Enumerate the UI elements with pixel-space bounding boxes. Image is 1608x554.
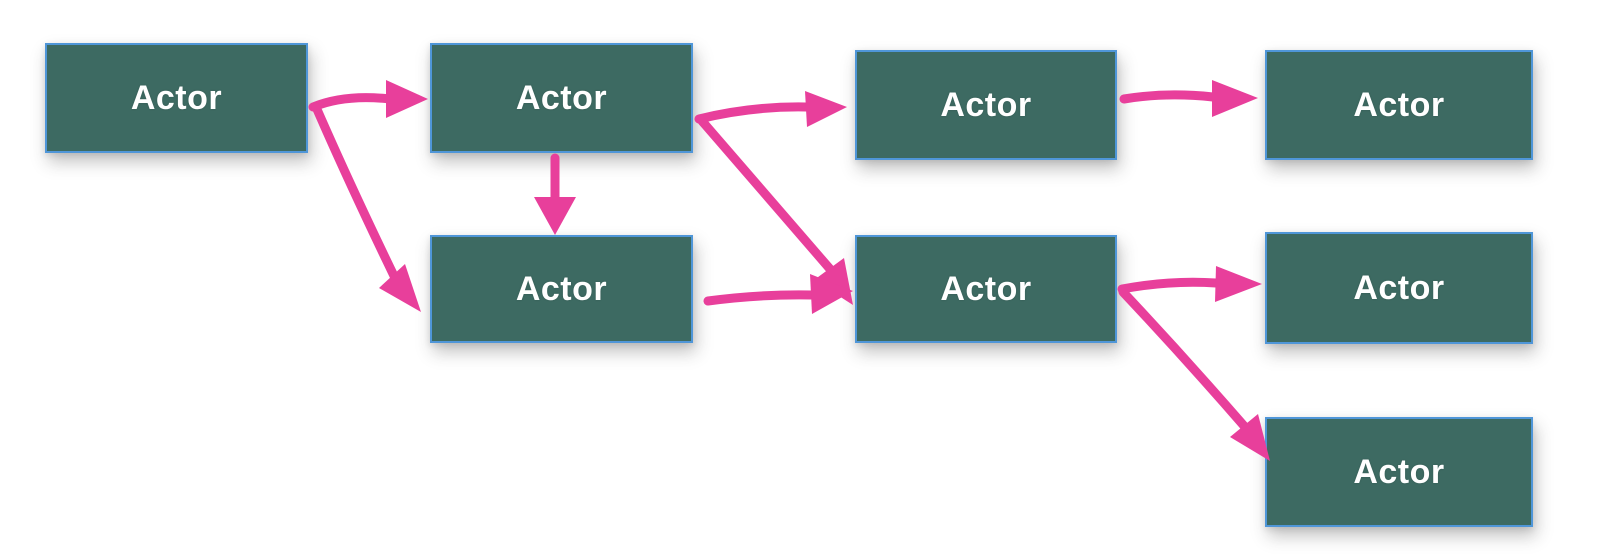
- edge-actor-1-to-actor-5: [311, 102, 421, 312]
- node-actor-7: Actor: [1265, 232, 1533, 344]
- node-actor-3-label: Actor: [940, 85, 1032, 124]
- edge-actor-1-to-actor-2: [308, 80, 428, 118]
- node-actor-6: Actor: [855, 235, 1117, 343]
- node-actor-4: Actor: [1265, 50, 1533, 160]
- node-actor-5-label: Actor: [515, 269, 608, 308]
- node-actor-3: Actor: [855, 50, 1117, 160]
- node-actor-4-label: Actor: [1353, 85, 1445, 124]
- node-actor-1-label: Actor: [130, 78, 223, 117]
- edge-actor-3-to-actor-4: [1119, 80, 1258, 117]
- edge-actor-2-to-actor-6: [697, 116, 853, 305]
- node-actor-2-label: Actor: [515, 78, 608, 117]
- node-actor-1: Actor: [45, 43, 308, 153]
- edge-actor-2-to-actor-5: [534, 153, 576, 235]
- node-actor-8: Actor: [1265, 417, 1533, 527]
- edge-actor-5-to-actor-6: [703, 274, 853, 314]
- edge-actor-2-to-actor-3: [694, 91, 847, 127]
- edge-actor-6-to-actor-7: [1117, 266, 1262, 302]
- node-actor-2: Actor: [430, 43, 693, 153]
- node-actor-8-label: Actor: [1353, 452, 1445, 491]
- node-actor-6-label: Actor: [940, 269, 1032, 308]
- node-actor-7-label: Actor: [1353, 268, 1445, 307]
- node-actor-5: Actor: [430, 235, 693, 343]
- edge-actor-6-to-actor-8: [1118, 287, 1270, 461]
